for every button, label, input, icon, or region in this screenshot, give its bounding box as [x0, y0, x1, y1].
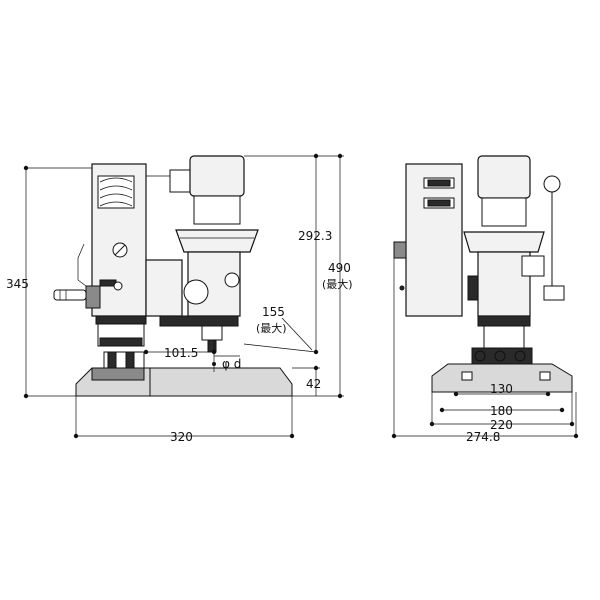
side-dimension-lines — [391, 258, 579, 439]
magnetic-base-side — [431, 347, 573, 393]
dim-180: 180 — [490, 404, 513, 418]
front-view: 345 292.3 490 (最大) 155 (最大) 101.5 φ d 42… — [6, 153, 353, 444]
dim-130: 130 — [490, 382, 513, 396]
dim-155-note: (最大) — [256, 321, 287, 335]
drill-head — [159, 155, 259, 353]
dim-274-8: 274.8 — [466, 430, 500, 444]
side-head — [463, 155, 565, 349]
feed-lever — [543, 175, 561, 286]
magnetic-base-front — [75, 351, 293, 397]
dim-155: 155 — [262, 305, 285, 319]
column — [95, 169, 193, 347]
dim-drill-diameter: φ d — [222, 357, 241, 371]
motor-housing — [77, 163, 147, 317]
dim-490-note: (最大) — [322, 277, 353, 291]
side-view: 130 180 220 274.8 — [391, 155, 579, 444]
control-box — [393, 163, 463, 317]
dim-42: 42 — [306, 377, 321, 391]
dim-320: 320 — [170, 430, 193, 444]
dim-292-3: 292.3 — [298, 229, 332, 243]
dim-220: 220 — [490, 418, 513, 432]
power-cable — [53, 289, 87, 301]
dim-490: 490 — [328, 261, 351, 275]
dim-345: 345 — [6, 277, 29, 291]
front-dimension-lines — [23, 153, 344, 439]
dim-101-5: 101.5 — [164, 346, 198, 360]
